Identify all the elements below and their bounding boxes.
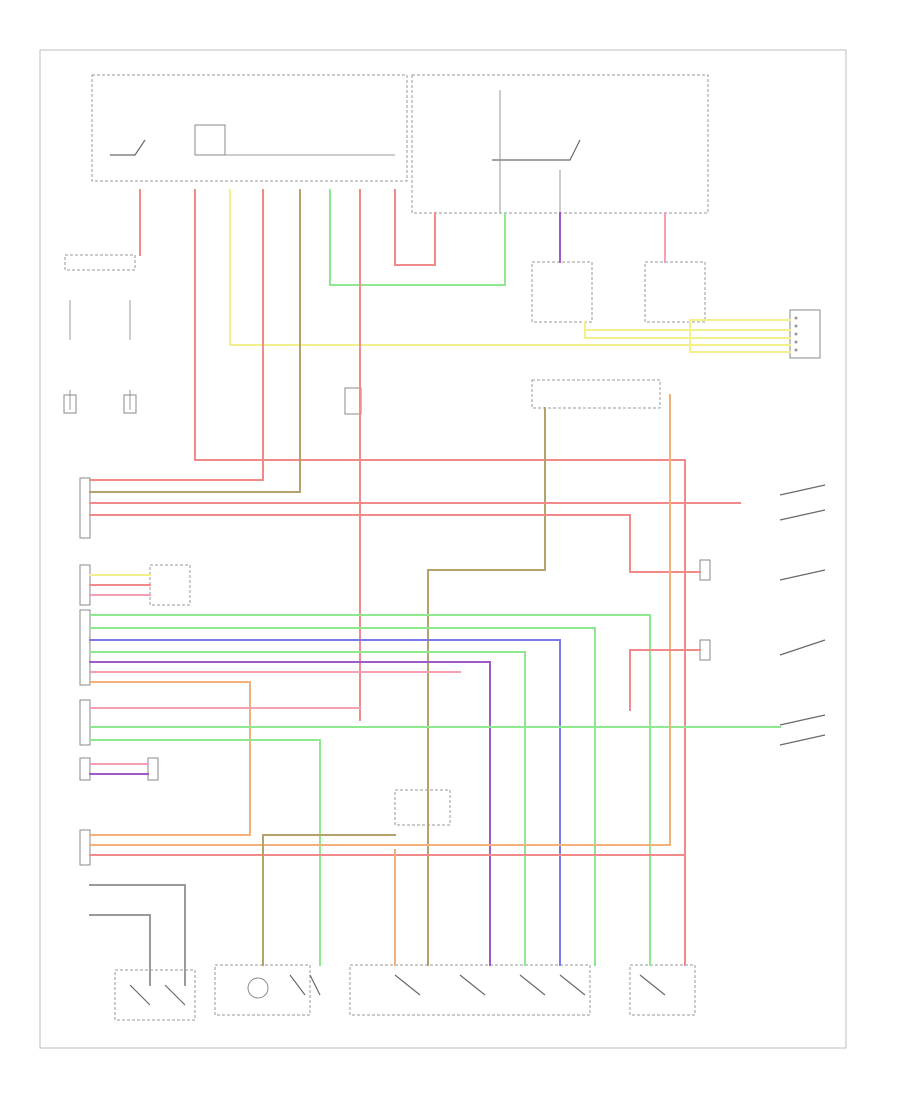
right-connector-pins <box>794 316 798 352</box>
wire-yellow <box>689 321 791 353</box>
right-computer-switch <box>492 139 581 161</box>
aux-connector <box>147 757 159 781</box>
right-connector <box>789 309 821 359</box>
left-computer-box <box>91 74 408 182</box>
combination-meter-box <box>214 964 311 1016</box>
combination-switch-contacts <box>394 974 586 996</box>
aux-unit-box <box>149 564 191 606</box>
meter-switch-contacts <box>289 974 321 996</box>
connector-block-lower <box>79 699 91 746</box>
left-fuse-1 <box>63 394 77 414</box>
left-small-box <box>64 254 136 271</box>
wire-orange <box>89 394 671 846</box>
door-switch-front-left <box>779 484 826 521</box>
wire-yellow <box>584 321 791 331</box>
left-computer-relay <box>194 124 226 156</box>
wire-green <box>89 627 596 966</box>
wire-red <box>194 189 686 966</box>
dimmer-switch-box <box>114 969 196 1021</box>
wire-olive <box>262 834 396 966</box>
dimmer-switch-contacts <box>129 984 186 1006</box>
combination-switch-box <box>349 964 591 1016</box>
right-headlight-box <box>644 261 706 323</box>
wire-gray <box>89 914 151 986</box>
wire-green <box>89 614 651 966</box>
diagram-frame <box>39 49 847 1049</box>
door-switch-rear-right <box>779 639 826 656</box>
left-computer-switch <box>110 139 146 156</box>
door-switch-connector-1 <box>699 559 711 581</box>
headlight-switch-box <box>629 964 696 1016</box>
center-relay <box>344 387 362 415</box>
wire-gray <box>89 884 186 986</box>
door-switch-connector-2 <box>699 639 711 661</box>
wire-red <box>89 189 264 481</box>
wire-yellow <box>584 321 791 339</box>
wire-red <box>394 189 436 266</box>
wire-blue <box>89 639 561 966</box>
wire-yellow <box>229 189 791 346</box>
wire-red <box>89 514 701 573</box>
center-relay-box <box>394 789 451 826</box>
connector-block-top <box>79 477 91 539</box>
connector-block-main <box>79 609 91 686</box>
wire-harness <box>89 189 791 986</box>
connector-block-mid <box>79 564 91 606</box>
wire-green <box>89 739 321 966</box>
left-headlight-box <box>531 261 593 323</box>
door-switch-front-right <box>779 714 826 746</box>
headlight-switch-contact <box>639 974 666 996</box>
wire-purple <box>89 661 491 966</box>
wire-green <box>89 651 526 966</box>
left-small-leads <box>69 300 131 340</box>
wire-olive <box>89 189 301 493</box>
wire-orange <box>89 681 251 836</box>
dimmer-relay-box <box>531 379 661 409</box>
left-ground-leads <box>69 390 131 410</box>
connector-block-bottom <box>79 829 91 866</box>
meter-lamp <box>247 977 269 999</box>
left-fuse-2 <box>123 394 137 414</box>
connector-block-small <box>79 757 91 781</box>
wire-olive <box>427 407 546 966</box>
wire-green <box>329 189 506 286</box>
door-switch-rear-left <box>779 569 826 581</box>
